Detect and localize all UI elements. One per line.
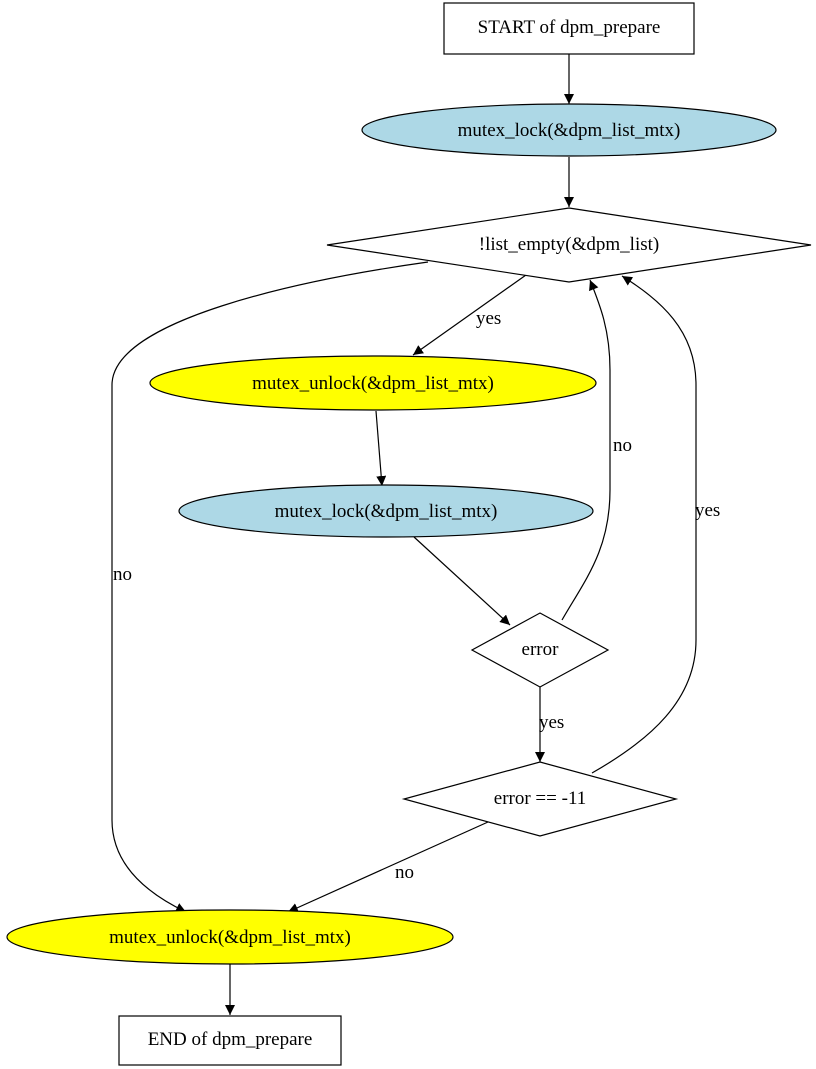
edge-label-error-no: no	[613, 435, 632, 456]
node-mutex-lock-2-label: mutex_lock(&dpm_list_mtx)	[275, 501, 498, 522]
edge-cond-eagain-yes-to-cond-list	[591, 275, 697, 774]
node-mutex-lock-1-label: mutex_lock(&dpm_list_mtx)	[458, 120, 681, 141]
node-start: START of dpm_prepare	[443, 2, 695, 55]
edge-lock2-to-cond-error	[413, 536, 511, 626]
node-cond-error-eagain: error == -11	[401, 761, 679, 837]
edge-cond-eagain-no-to-unlock2	[287, 821, 489, 913]
node-cond-error: error	[470, 612, 610, 688]
node-mutex-unlock-1-label: mutex_unlock(&dpm_list_mtx)	[252, 373, 494, 394]
node-cond-error-label: error	[522, 639, 560, 660]
edge-label-eagain-yes: yes	[695, 500, 720, 521]
node-mutex-lock-1: mutex_lock(&dpm_list_mtx)	[361, 103, 777, 157]
node-start-label: START of dpm_prepare	[478, 17, 661, 38]
edge-cond-error-no-to-cond-list	[561, 279, 611, 621]
edge-unlock1-to-lock2	[375, 410, 387, 487]
node-cond-list-empty-label: !list_empty(&dpm_list)	[479, 234, 660, 255]
edge-cond-list-yes-to-unlock1	[412, 274, 527, 356]
edge-label-list-no: no	[113, 564, 132, 585]
edge-cond-list-no-to-unlock2	[111, 261, 429, 913]
node-end: END of dpm_prepare	[118, 1015, 342, 1066]
node-mutex-unlock-2: mutex_unlock(&dpm_list_mtx)	[6, 909, 454, 965]
edge-label-error-yes: yes	[539, 712, 564, 733]
node-mutex-lock-2: mutex_lock(&dpm_list_mtx)	[178, 484, 594, 538]
node-mutex-unlock-2-label: mutex_unlock(&dpm_list_mtx)	[109, 927, 351, 948]
edge-label-list-yes: yes	[476, 308, 501, 329]
node-cond-list-empty: !list_empty(&dpm_list)	[326, 207, 812, 283]
node-cond-error-eagain-label: error == -11	[494, 788, 586, 809]
node-mutex-unlock-1: mutex_unlock(&dpm_list_mtx)	[149, 355, 597, 411]
node-end-label: END of dpm_prepare	[148, 1029, 313, 1050]
edge-label-eagain-no: no	[395, 862, 414, 883]
